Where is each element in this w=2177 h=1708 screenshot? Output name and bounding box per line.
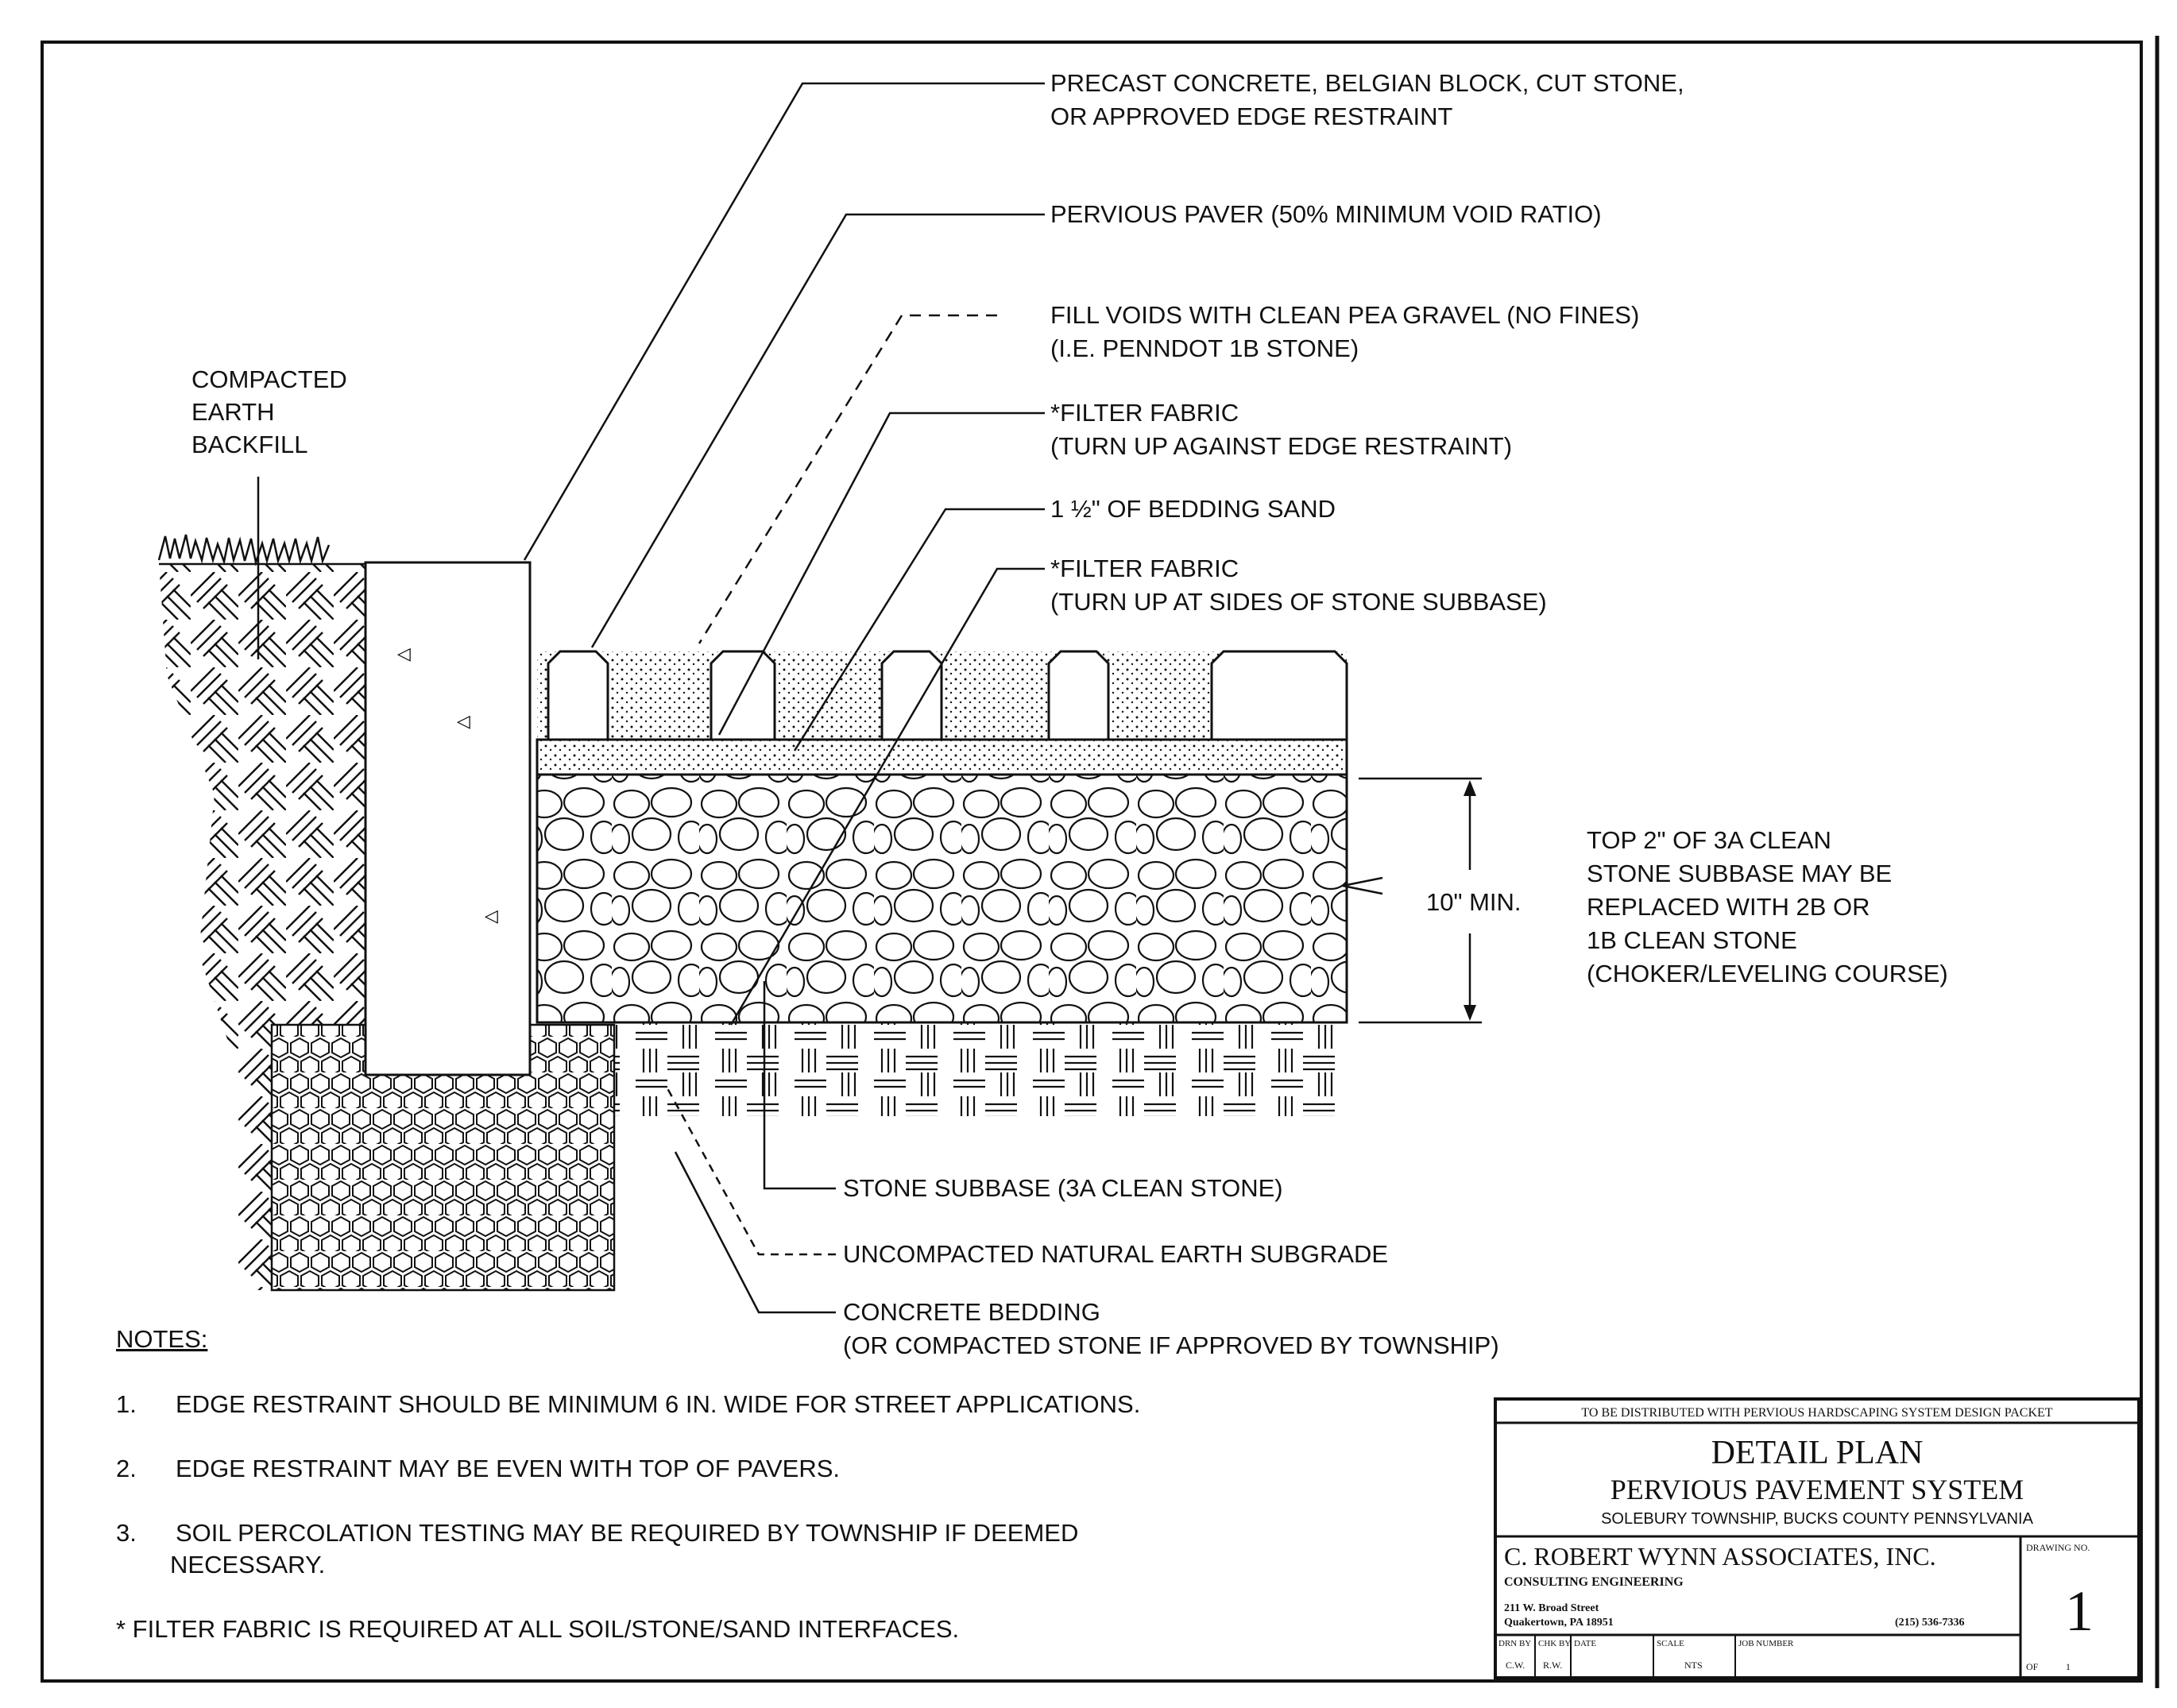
top-note-4: 1B CLEAN STONE bbox=[1587, 926, 1797, 954]
label-fill-voids-2: (I.E. PENNDOT 1B STONE) bbox=[1050, 334, 1359, 362]
label-stone-subbase: STONE SUBBASE (3A CLEAN STONE) bbox=[843, 1174, 1283, 1202]
drawing-location: SOLEBURY TOWNSHIP, BUCKS COUNTY PENNSYLV… bbox=[1601, 1510, 2034, 1528]
of-value: 1 bbox=[2066, 1661, 2071, 1672]
note-3: SOIL PERCOLATION TESTING MAY BE REQUIRED… bbox=[176, 1519, 1078, 1547]
top-note-5: (CHOKER/LEVELING COURSE) bbox=[1587, 960, 1948, 987]
label-paver: PERVIOUS PAVER (50% MINIMUM VOID RATIO) bbox=[1050, 200, 1602, 228]
note-1-num: 1. bbox=[116, 1390, 137, 1418]
earth-subgrade bbox=[614, 1022, 1347, 1116]
compacted-earth-backfill bbox=[159, 564, 365, 1290]
label-filter-fabric-2: *FILTER FABRIC bbox=[1050, 555, 1239, 582]
svg-text:◁: ◁ bbox=[457, 712, 470, 732]
label-filter-fabric-1: *FILTER FABRIC bbox=[1050, 399, 1239, 427]
firm-type: CONSULTING ENGINEERING bbox=[1504, 1575, 1684, 1589]
firm-address-1: 211 W. Broad Street bbox=[1504, 1602, 1599, 1614]
drawing-subtitle: PERVIOUS PAVEMENT SYSTEM bbox=[1611, 1474, 2024, 1505]
label-concrete-bedding: CONCRETE BEDDING bbox=[843, 1298, 1100, 1326]
top-note-3: REPLACED WITH 2B OR bbox=[1587, 893, 1870, 921]
field-chk-by-label: CHK BY bbox=[1538, 1639, 1571, 1648]
label-filter-fabric-2b: (TURN UP AT SIDES OF STONE SUBBASE) bbox=[1050, 588, 1547, 616]
drawing-title: DETAIL PLAN bbox=[1711, 1435, 1924, 1471]
title-block: TO BE DISTRIBUTED WITH PERVIOUS HARDSCAP… bbox=[1494, 1397, 2140, 1679]
note-2: EDGE RESTRAINT MAY BE EVEN WITH TOP OF P… bbox=[176, 1455, 840, 1482]
firm-phone: (215) 536-7336 bbox=[1895, 1617, 1965, 1629]
drawing-no-label: DRAWING NO. bbox=[2026, 1542, 2090, 1553]
note-1: EDGE RESTRAINT SHOULD BE MINIMUM 6 IN. W… bbox=[176, 1390, 1140, 1418]
field-date-label: DATE bbox=[1574, 1639, 1596, 1648]
distribution-note: TO BE DISTRIBUTED WITH PERVIOUS HARDSCAP… bbox=[1581, 1406, 2052, 1420]
label-filter-fabric-1b: (TURN UP AGAINST EDGE RESTRAINT) bbox=[1050, 432, 1512, 460]
field-chk-by: R.W. bbox=[1543, 1660, 1562, 1671]
svg-text:◁: ◁ bbox=[397, 644, 411, 664]
top-note-1: TOP 2" OF 3A CLEAN bbox=[1587, 826, 1831, 854]
dimension-label: 10" MIN. bbox=[1426, 888, 1522, 916]
field-drn-by: C.W. bbox=[1506, 1660, 1525, 1671]
svg-text:◁: ◁ bbox=[485, 906, 498, 926]
label-edge-restraint: PRECAST CONCRETE, BELGIAN BLOCK, CUT STO… bbox=[1050, 69, 1684, 97]
of-label: OF bbox=[2026, 1661, 2039, 1672]
label-backfill-2: EARTH bbox=[191, 398, 275, 426]
stone-subbase bbox=[536, 773, 1348, 1024]
label-bedding-sand: 1 ½" OF BEDDING SAND bbox=[1050, 495, 1336, 523]
field-scale-label: SCALE bbox=[1657, 1639, 1684, 1648]
leader-lines bbox=[257, 82, 1482, 1314]
pervious-pavers bbox=[537, 650, 1348, 741]
label-backfill-3: BACKFILL bbox=[191, 431, 307, 458]
note-2-num: 2. bbox=[116, 1455, 137, 1482]
note-3b: NECESSARY. bbox=[170, 1551, 325, 1579]
drawing-number: 1 bbox=[2065, 1579, 2094, 1643]
grass-surface bbox=[157, 534, 331, 566]
note-3-num: 3. bbox=[116, 1519, 137, 1547]
firm-address-2: Quakertown, PA 18951 bbox=[1504, 1617, 1614, 1629]
label-concrete-bedding-2: (OR COMPACTED STONE IF APPROVED BY TOWNS… bbox=[843, 1331, 1499, 1359]
sheet-border bbox=[41, 41, 2143, 1683]
bedding-sand bbox=[536, 738, 1348, 776]
top-note-2: STONE SUBBASE MAY BE bbox=[1587, 860, 1892, 887]
label-fill-voids: FILL VOIDS WITH CLEAN PEA GRAVEL (NO FIN… bbox=[1050, 301, 1639, 329]
label-edge-restraint-2: OR APPROVED EDGE RESTRAINT bbox=[1050, 102, 1452, 130]
notes-heading: NOTES: bbox=[116, 1325, 207, 1353]
edge-restraint bbox=[364, 561, 532, 1076]
label-subgrade: UNCOMPACTED NATURAL EARTH SUBGRADE bbox=[843, 1240, 1388, 1268]
field-drn-by-label: DRN BY bbox=[1498, 1639, 1531, 1648]
field-job-number-label: JOB NUMBER bbox=[1738, 1639, 1794, 1648]
footnote: * FILTER FABRIC IS REQUIRED AT ALL SOIL/… bbox=[116, 1615, 959, 1643]
field-scale: NTS bbox=[1684, 1660, 1703, 1671]
firm-name: C. ROBERT WYNN ASSOCIATES, INC. bbox=[1504, 1542, 1936, 1571]
label-backfill-1: COMPACTED bbox=[191, 365, 347, 393]
